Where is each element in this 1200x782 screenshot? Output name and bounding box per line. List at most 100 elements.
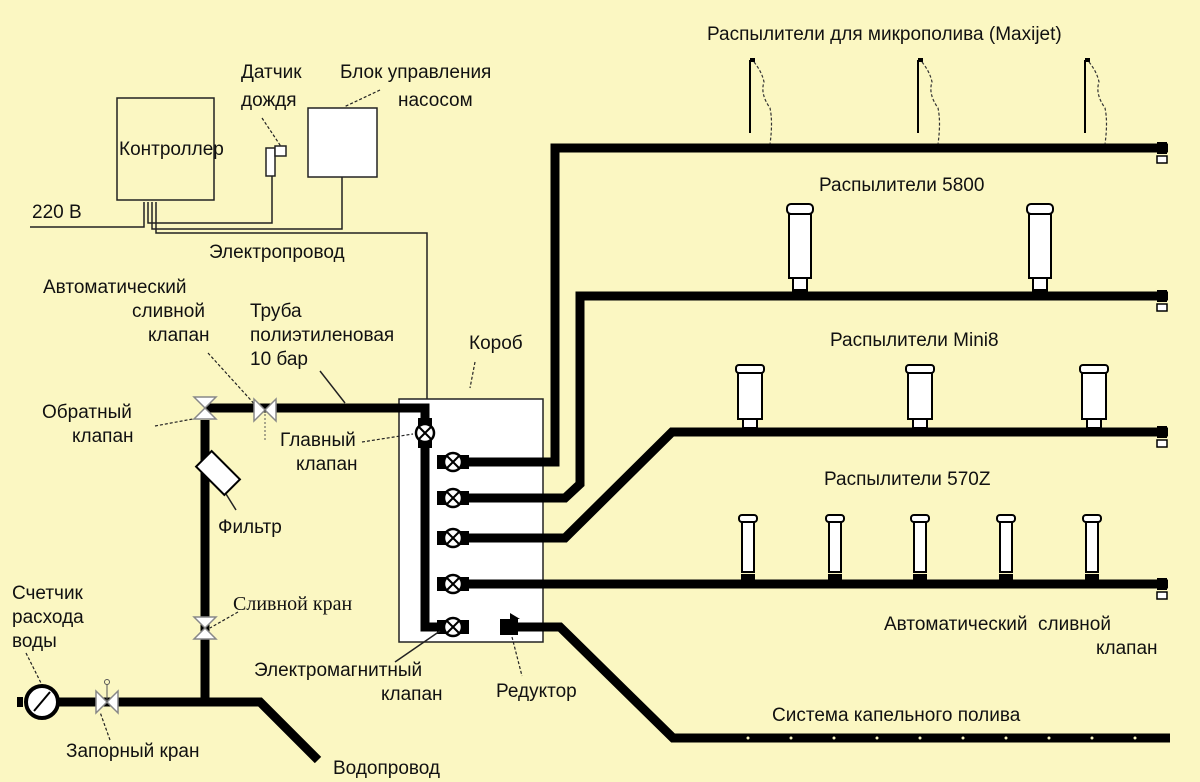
water-meter-label-2: расхода [12,607,84,628]
auto-drain-left-leader [207,352,259,409]
drip-emitter [918,736,922,740]
solenoid-valve-icon [437,573,469,595]
zone-570z-label: Распылители 570Z [824,469,991,490]
reducer-icon [500,613,520,635]
main-valve-icon [414,418,436,448]
shutoff-valve-label: Запорный кран [66,741,199,762]
auto-drain-left-label-1: Автоматический [43,277,186,298]
spray-570z-icon [825,514,845,584]
drip-emitter [789,736,793,740]
drip-system-label: Система капельного полива [772,705,1021,726]
zone-mini8-label: Распылители Mini8 [830,330,999,351]
water-meter-label-1: Счетчик [12,583,84,604]
spray-570z-icon [996,514,1016,584]
solenoid-valve-icon [437,487,469,509]
zone-maxijet-label: Распылители для микрополива (Maxijet) [707,24,1062,45]
auto-drain-valve-icon [253,397,277,423]
end-drain-valve-icon [1156,142,1168,164]
auto-drain-left-label-2: сливной [132,301,205,322]
rain-sensor-leader [261,117,283,149]
rain-sensor-label-2: дождя [241,90,297,111]
zone-5800-label: Распылители 5800 [819,175,984,196]
wiring-label: Электропровод [209,242,345,263]
shutoff-valve-leader [99,711,111,741]
water-meter-leader [25,652,43,686]
pump-control-label-2: насосом [398,90,473,111]
reducer-label: Редуктор [496,681,577,702]
check-valve-label-2: клапан [72,426,134,447]
drain-tap-label: Сливной кран [233,593,352,615]
pipe-label-2: полиэтиленовая [250,325,394,346]
rain-sensor-wire [147,176,273,224]
solenoid-valve-leader [394,630,441,663]
auto-drain-right-label-1: Автоматический сливной [884,614,1111,635]
solenoid-valves [414,418,469,638]
voltage-label: 220 В [32,202,82,223]
solenoid-valve-label-2: клапан [381,684,443,705]
drip-emitter [875,736,879,740]
reducer-leader [511,636,523,677]
rain-sensor-label-1: Датчик [241,62,302,83]
shutoff-valve-handle [104,679,110,685]
valve-wire [155,202,428,399]
shutoff-valve-icon [95,689,119,715]
drip-emitter [1047,736,1051,740]
drip-emitter [961,736,965,740]
controller-box [116,97,215,201]
drip-emitter [1004,736,1008,740]
supply-valves [95,396,277,715]
filter-leader [225,493,237,511]
main-valve-label-1: Главный [280,430,356,451]
rotor-mini8-icon [735,364,765,436]
check-valve-label-1: Обратный [42,402,132,423]
auto-drain-left-label-3: клапан [148,325,210,346]
drip-emitter [1133,736,1137,740]
solenoid-valve-label-1: Электромагнитный [254,660,422,681]
filter-icon [194,449,242,497]
pipe-label-1: Труба [250,301,302,322]
drain-tap-leader [209,611,239,629]
rain-sensor-icon [265,145,287,177]
water-meter-icon [17,684,60,720]
spray-570z-icon [738,514,758,584]
power-wire [30,202,145,228]
pump-control-box [307,107,378,178]
rotor-5800-icon [786,203,814,300]
water-meter-label-3: воды [12,631,57,652]
solenoid-valve-icon [437,451,469,473]
filter-label: Фильтр [218,517,282,538]
drain-tap-icon [192,616,218,640]
end-drain-valve-icon [1156,426,1168,448]
auto-drain-right-label-2: клапан [1096,638,1158,659]
spray-570z-icon [1082,514,1102,584]
rotor-5800-icon [1026,203,1054,300]
pump-control-wire [151,177,343,230]
check-valve-icon [192,396,218,420]
pipe-leader [319,370,346,404]
water-main-label: Водопровод [333,758,440,779]
end-drain-valve-icon [1156,578,1168,600]
pipe-label-3: 10 бар [250,349,308,370]
drip-emitter [746,736,750,740]
box-label: Короб [469,333,523,354]
rotor-mini8-icon [905,364,935,436]
check-valve-leader [154,417,199,427]
solenoid-valve-icon [437,616,469,638]
maxijet-sprayer-icon [917,58,941,145]
drip-emitter [1090,736,1094,740]
solenoid-valve-icon [437,527,469,549]
maxijet-sprayer-icon [1084,58,1108,145]
end-drain-valve-icon [1156,290,1168,312]
drip-emitter [832,736,836,740]
spray-570z-icon [910,514,930,584]
pump-control-label-1: Блок управления [340,62,491,83]
box-leader [469,361,476,389]
zone-pipes [455,143,1170,743]
main-valve-label-2: клапан [296,454,358,475]
controller-label: Контроллер [119,139,224,160]
pump-control-leader [343,89,381,108]
sprinklers [735,58,1168,740]
rotor-mini8-icon [1079,364,1109,436]
main-valve-leader [361,433,414,443]
